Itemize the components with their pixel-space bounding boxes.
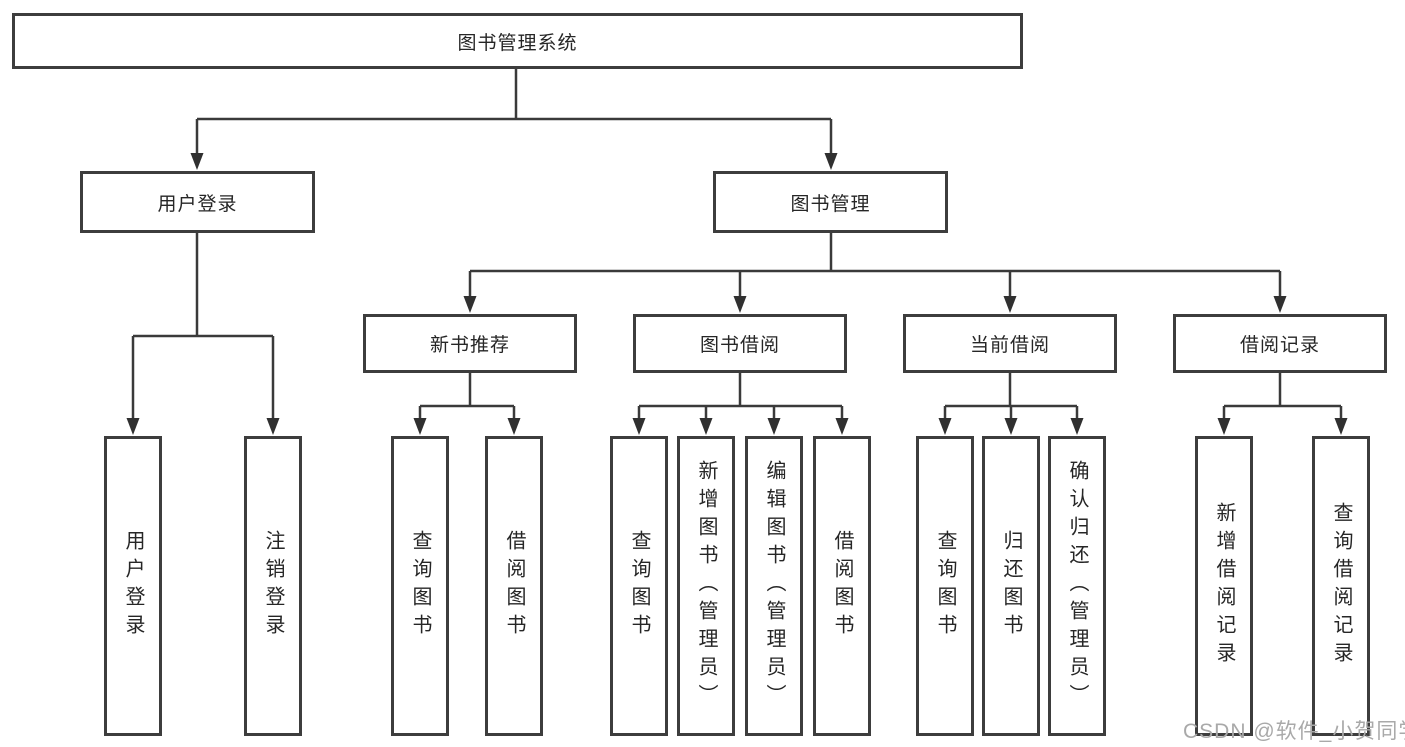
node-label: 编辑图书（管理员） <box>763 460 785 712</box>
node-current-borrow: 当前借阅 <box>903 314 1117 373</box>
node-label: 查询图书 <box>409 530 431 642</box>
node-label: 新增图书（管理员） <box>695 460 717 712</box>
connector-book-borrow-children <box>632 373 849 435</box>
leaf-borrow-books: 借阅图书 <box>813 436 871 736</box>
connector-user-login-children <box>126 233 280 435</box>
node-book-management: 图书管理 <box>713 171 948 233</box>
node-label: 当前借阅 <box>969 335 1050 356</box>
connector-root-to-level2 <box>190 69 838 170</box>
leaf-query-books-current: 查询图书 <box>916 436 974 736</box>
leaf-return-books: 归还图书 <box>982 436 1040 736</box>
leaf-query-borrow-record: 查询借阅记录 <box>1312 436 1370 736</box>
node-label: 图书借阅 <box>699 335 780 356</box>
node-label: 注销登录 <box>262 530 284 642</box>
node-label: 查询借阅记录 <box>1330 502 1352 670</box>
leaf-borrow-books-recommend: 借阅图书 <box>485 436 543 736</box>
node-label: 确认归还（管理员） <box>1066 460 1088 712</box>
node-user-login: 用户登录 <box>80 171 315 233</box>
node-borrow-records: 借阅记录 <box>1173 314 1387 373</box>
leaf-logout: 注销登录 <box>244 436 302 736</box>
node-label: 查询图书 <box>628 530 650 642</box>
connector-new-book-recommend-children <box>413 373 521 435</box>
node-label: 借阅图书 <box>503 530 525 642</box>
node-label: 查询图书 <box>934 530 956 642</box>
node-label: 借阅图书 <box>831 530 853 642</box>
node-book-borrow: 图书借阅 <box>633 314 847 373</box>
csdn-watermark: CSDN @软件_小贺同学 <box>1183 720 1405 743</box>
node-label: 图书管理系统 <box>457 32 578 54</box>
leaf-query-books-recommend: 查询图书 <box>391 436 449 736</box>
connector-current-borrow-children <box>938 373 1084 435</box>
leaf-query-books-borrow: 查询图书 <box>610 436 668 736</box>
connector-borrow-records-children <box>1217 373 1348 435</box>
node-label: 新增借阅记录 <box>1213 502 1235 670</box>
node-label: 借阅记录 <box>1239 335 1320 356</box>
node-label: 图书管理 <box>790 193 871 215</box>
leaf-user-login: 用户登录 <box>104 436 162 736</box>
node-new-book-recommend: 新书推荐 <box>363 314 577 373</box>
leaf-add-books-admin: 新增图书（管理员） <box>677 436 735 736</box>
node-label: 归还图书 <box>1000 530 1022 642</box>
connector-book-management-children <box>463 233 1287 313</box>
node-label: 用户登录 <box>122 530 144 642</box>
leaf-add-borrow-record: 新增借阅记录 <box>1195 436 1253 736</box>
node-label: 新书推荐 <box>429 335 510 356</box>
leaf-confirm-return-admin: 确认归还（管理员） <box>1048 436 1106 736</box>
node-root-library-system: 图书管理系统 <box>12 13 1023 69</box>
leaf-edit-books-admin: 编辑图书（管理员） <box>745 436 803 736</box>
node-label: 用户登录 <box>157 193 238 215</box>
